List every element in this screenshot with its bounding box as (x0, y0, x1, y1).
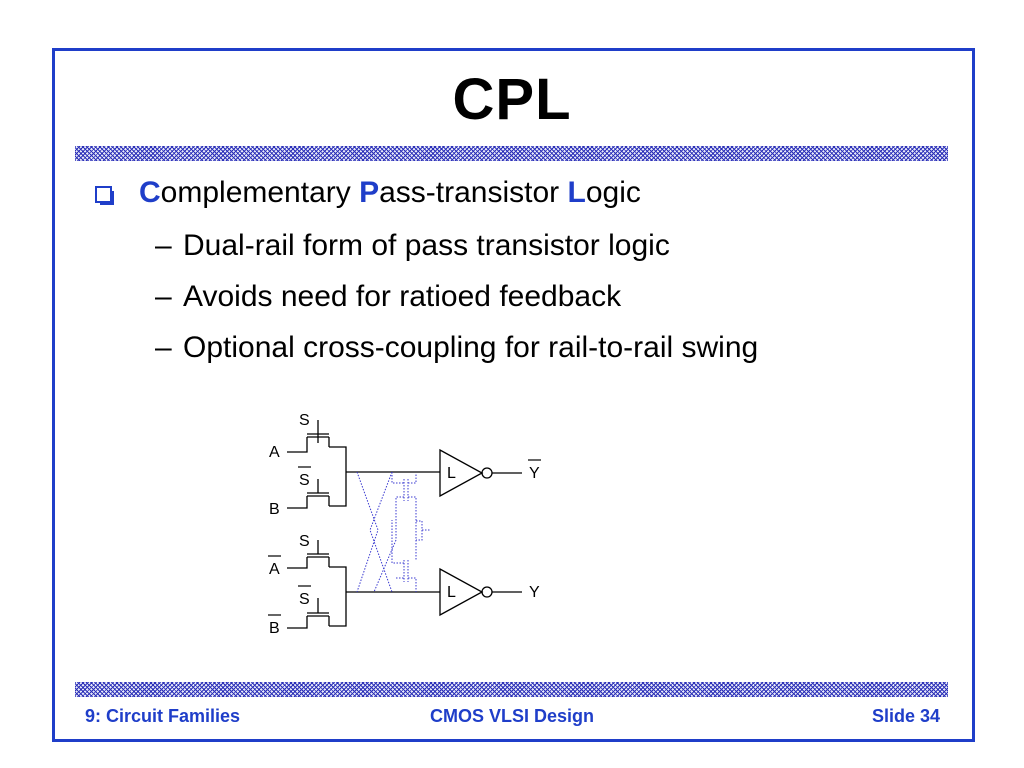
label-l-top: L (447, 465, 456, 482)
label-y-bar: Y (529, 465, 540, 482)
label-y: Y (529, 584, 540, 601)
word-logic: ogic (585, 176, 641, 209)
label-s-bar-2: S (299, 591, 310, 608)
accent-letter-l: L (567, 176, 586, 209)
nmos-gate-s-bar-2 (306, 612, 330, 626)
sub-bullet-text: Optional cross-coupling for rail-to-rail… (183, 331, 759, 364)
title-divider (75, 146, 948, 161)
slide-title: CPL (452, 67, 572, 132)
label-s1: S (299, 412, 310, 429)
footer-right: Slide 34 (871, 706, 940, 726)
footer-left: 9: Circuit Families (85, 706, 241, 726)
label-a-bar: A (269, 561, 280, 578)
label-s2: S (299, 533, 310, 550)
sub-bullet: –Avoids need for ratioed feedback (155, 280, 621, 314)
sub-bullet: –Dual-rail form of pass transistor logic (155, 229, 670, 263)
label-b-bar: B (269, 620, 280, 637)
cross-coupling-pmos (356, 471, 430, 593)
nmos-gate-s-bar-1 (306, 492, 330, 506)
label-s-bar-1: S (299, 472, 310, 489)
accent-letter-c: C (139, 176, 161, 209)
label-l-bottom: L (447, 584, 456, 601)
wire-a-bar-input (287, 567, 308, 569)
slide-frame (52, 48, 975, 742)
sub-bullet-dash: – (155, 229, 172, 262)
sub-bullet: –Optional cross-coupling for rail-to-rai… (155, 331, 758, 365)
nmos-gate-s2 (306, 553, 330, 567)
inverter-bottom (439, 567, 484, 617)
footer-divider (75, 682, 948, 697)
wire-b-input (287, 506, 308, 509)
accent-letter-p: P (359, 176, 380, 209)
sub-bullet-dash: – (155, 280, 172, 313)
sub-bullet-text: Avoids need for ratioed feedback (183, 280, 622, 313)
sub-bullet-text: Dual-rail form of pass transistor logic (183, 229, 670, 262)
word-complementary: omplementary (160, 176, 360, 209)
bullet-checkbox-icon (95, 186, 114, 205)
wire-b-bar-input (287, 626, 308, 629)
footer-center: CMOS VLSI Design (429, 706, 595, 726)
label-b: B (269, 501, 280, 518)
wire-a-input (287, 447, 308, 453)
sub-bullet-dash: – (155, 331, 172, 364)
label-a: A (269, 444, 280, 461)
inverter-top (439, 448, 484, 498)
word-pass-transistor: ass-transistor (379, 176, 568, 209)
main-bullet: Complementary Pass-transistor Logic (139, 176, 641, 210)
inverter-top-bubble (481, 467, 493, 479)
nmos-gate-s1 (306, 433, 330, 447)
inverter-bottom-bubble (481, 586, 493, 598)
